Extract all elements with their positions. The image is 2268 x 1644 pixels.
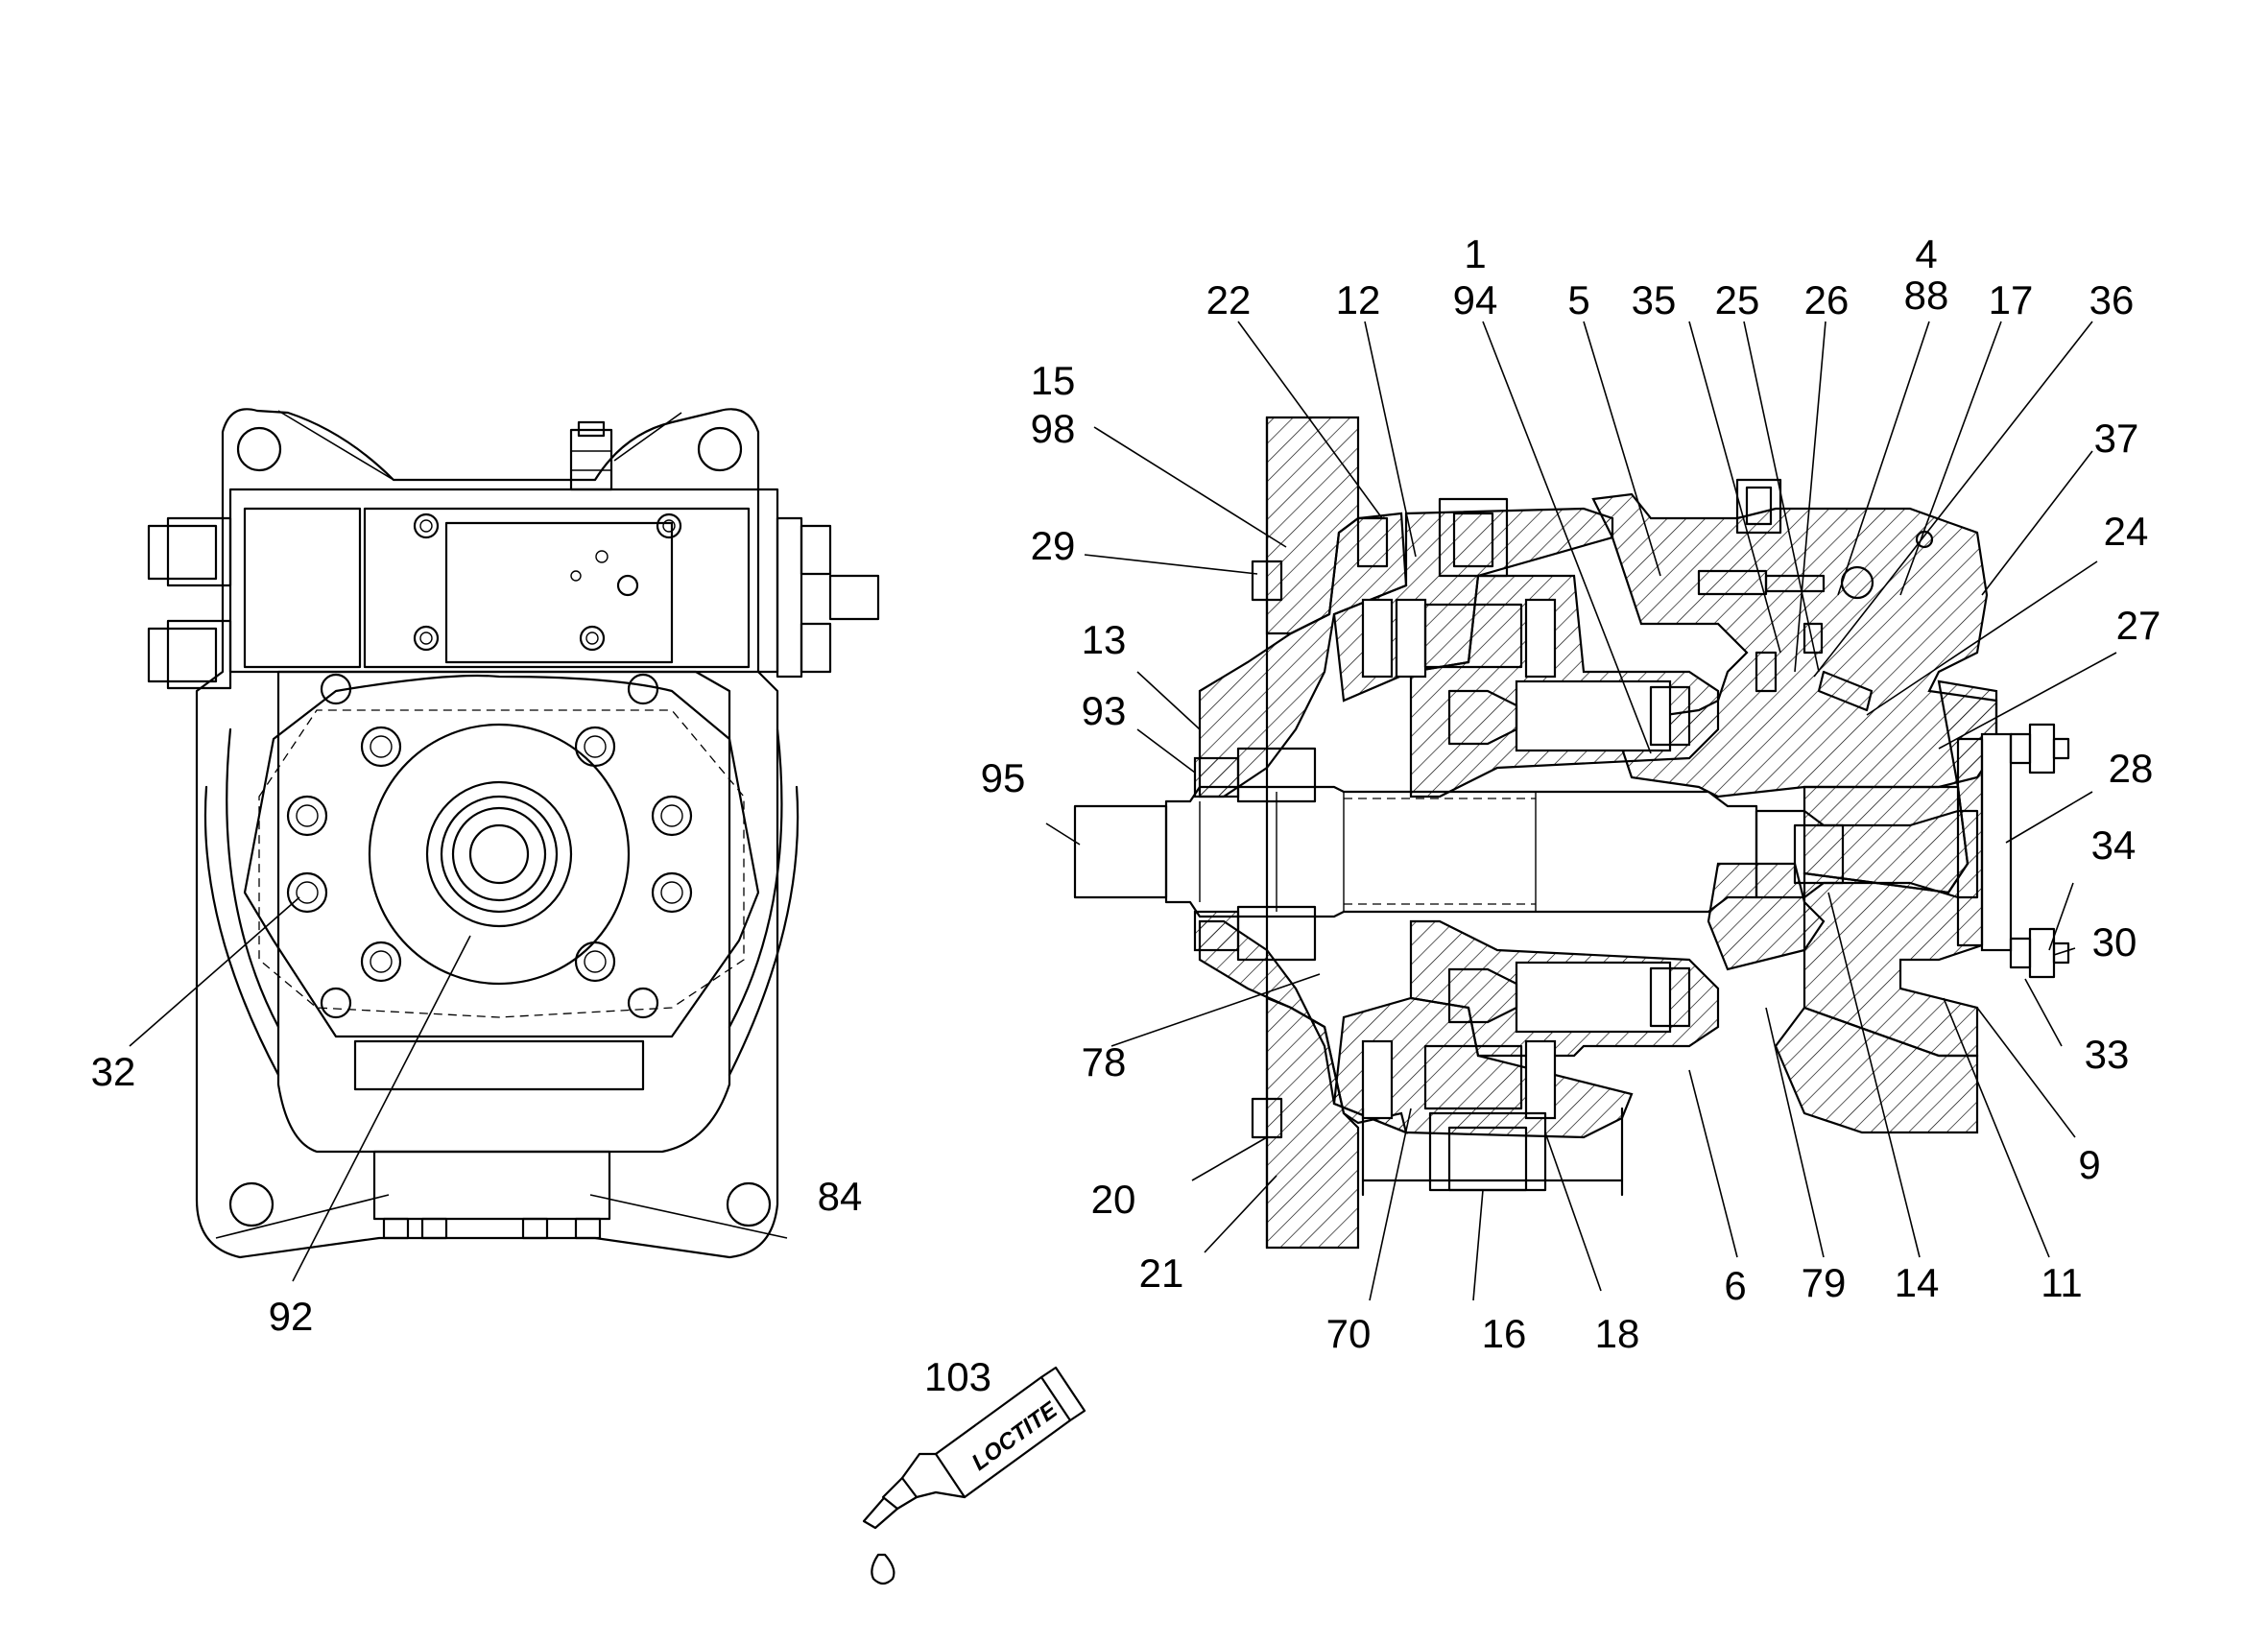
front-cover-plate: [243, 673, 760, 1091]
callout-labels: 1 94 22 12 5 35 25 26 4 88 17 36 15 98 2…: [91, 231, 2161, 1399]
callout-37: 37: [2094, 416, 2139, 461]
callout-25: 25: [1715, 277, 1760, 322]
callout-4: 4: [1915, 231, 1937, 276]
callout-24: 24: [2104, 509, 2149, 554]
front-shaft-bore: [368, 723, 631, 986]
leader-lines: [129, 321, 2117, 1301]
callout-92: 92: [269, 1294, 314, 1339]
callout-78: 78: [1082, 1039, 1127, 1084]
callout-18: 18: [1595, 1311, 1640, 1356]
callout-27: 27: [2116, 603, 2161, 648]
callout-20: 20: [1091, 1177, 1136, 1222]
callout-26: 26: [1804, 277, 1850, 322]
shaft-spline-end: [1073, 804, 1168, 899]
front-mount-hole: [726, 1181, 772, 1227]
front-bottom-port-block: [372, 1150, 611, 1240]
callout-93: 93: [1082, 688, 1127, 733]
callout-17: 17: [1989, 277, 2034, 322]
piston-upper: [1515, 679, 1672, 752]
callout-22: 22: [1206, 277, 1252, 322]
callout-30: 30: [2092, 919, 2137, 965]
callout-35: 35: [1632, 277, 1677, 322]
loctite-tube: LOCTITE: [862, 1366, 1086, 1585]
callout-98: 98: [1031, 406, 1076, 451]
front-pump-body: [276, 670, 731, 1154]
callout-11: 11: [2041, 1260, 2083, 1305]
drive-shaft: [1073, 785, 1758, 918]
front-view: [147, 408, 880, 1259]
front-mount-hole: [236, 426, 282, 472]
control-plug: [1735, 478, 1782, 535]
callout-13: 13: [1082, 617, 1127, 662]
callout-79: 79: [1802, 1260, 1847, 1305]
callout-36: 36: [2089, 277, 2135, 322]
callout-94: 94: [1453, 277, 1498, 322]
section-view: [1073, 416, 2070, 1250]
callout-88: 88: [1904, 273, 1949, 318]
glue-drop: [871, 1553, 895, 1585]
callout-9: 9: [2078, 1142, 2100, 1187]
callout-12: 12: [1336, 277, 1381, 322]
end-cover-bolts: [2009, 723, 2070, 979]
callout-84: 84: [818, 1174, 863, 1219]
callout-29: 29: [1031, 523, 1076, 568]
callout-70: 70: [1326, 1311, 1372, 1356]
bearing-lower: [1361, 1039, 1394, 1120]
shaft-seal-upper: [1193, 756, 1240, 798]
callout-21: 21: [1139, 1251, 1184, 1296]
callout-34: 34: [2091, 822, 2137, 868]
callout-33: 33: [2085, 1032, 2130, 1077]
front-control-valve-block: [147, 420, 880, 690]
front-mount-hole: [228, 1181, 275, 1227]
callout-28: 28: [2109, 746, 2154, 791]
shaft-seal-lower: [1193, 910, 1240, 952]
bearing-upper: [1361, 598, 1394, 679]
callout-14: 14: [1895, 1260, 1940, 1305]
callout-5: 5: [1567, 277, 1589, 322]
callout-1: 1: [1464, 231, 1486, 276]
front-cover-bolts: [286, 673, 693, 1019]
front-mount-flange: [195, 408, 779, 1259]
flange-screw-upper: [1251, 560, 1283, 602]
front-mount-hole: [697, 426, 743, 472]
callout-95: 95: [981, 755, 1026, 800]
callout-16: 16: [1482, 1311, 1527, 1356]
callout-6: 6: [1724, 1263, 1746, 1308]
callout-15: 15: [1031, 358, 1076, 403]
callout-32: 32: [91, 1049, 136, 1094]
callout-103: 103: [924, 1354, 991, 1399]
piston-lower: [1515, 961, 1672, 1034]
